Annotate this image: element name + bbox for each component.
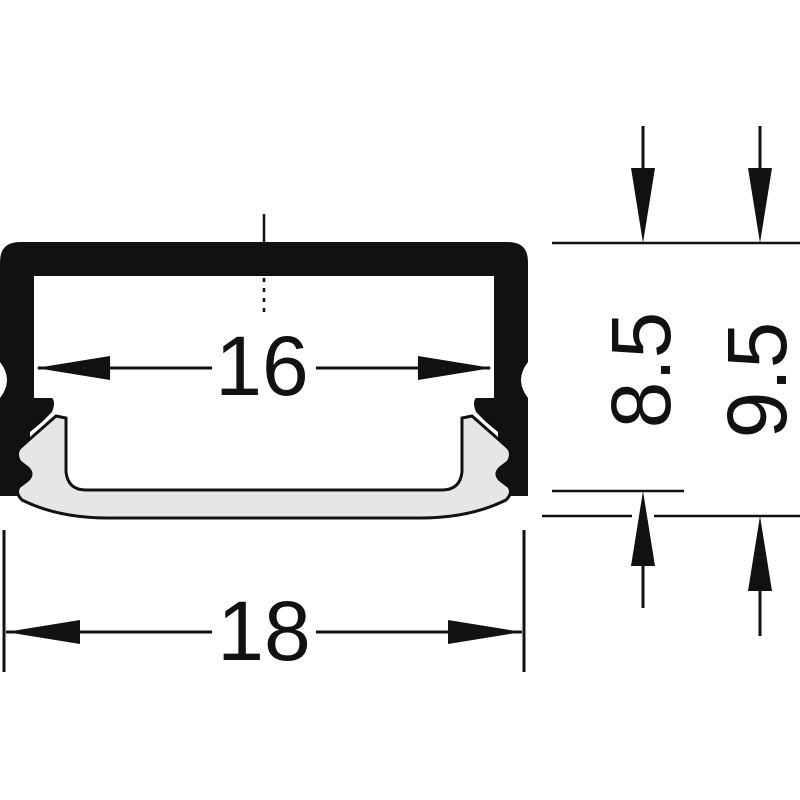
- inner-height-label: 8.5: [594, 312, 688, 429]
- inner-height-dimension: 8.5: [594, 126, 688, 608]
- profile-left-wall: [0, 262, 54, 496]
- diffuser-cover: [15, 414, 513, 520]
- profile-right-wall: [474, 262, 528, 496]
- profile-right-groove: [521, 362, 528, 398]
- inner-width-label: 16: [215, 319, 308, 413]
- height-extension-lines: [542, 241, 800, 518]
- outer-width-label: 18: [217, 584, 310, 678]
- outer-height-label: 9.5: [710, 322, 800, 439]
- profile-top-wall: [0, 242, 528, 276]
- outer-height-dimension: 9.5: [710, 126, 800, 636]
- profile-left-groove: [0, 362, 7, 398]
- aluminium-profile: [0, 242, 528, 496]
- inner-width-dimension: 16: [36, 319, 492, 413]
- outer-width-dimension: 18: [2, 530, 526, 678]
